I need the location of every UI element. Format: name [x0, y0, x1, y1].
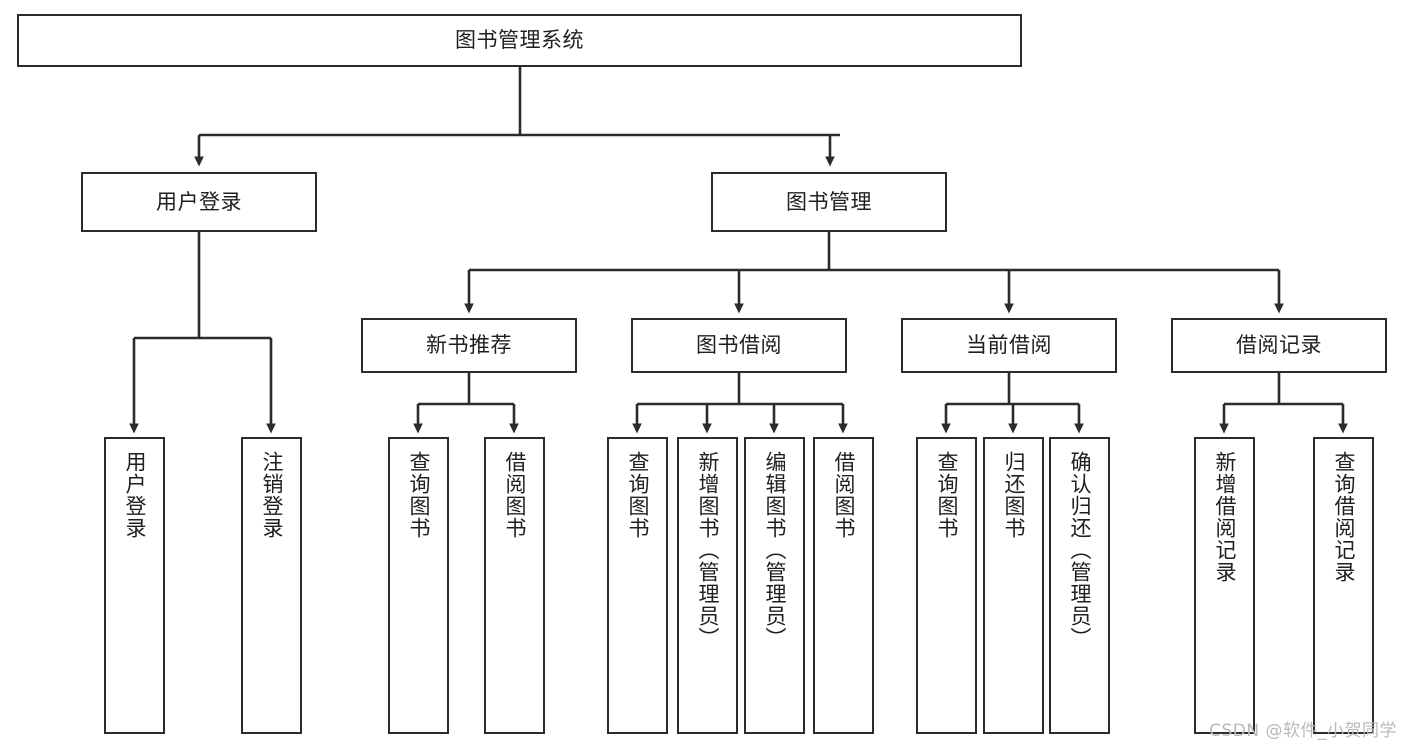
node-new-book-recommend[interactable]: 新书推荐	[361, 318, 577, 373]
edges-borrow-record-to-leaves	[1219, 373, 1348, 434]
node-leaf-return-book[interactable]: 归还图书	[983, 437, 1044, 734]
edges-new-book-recommend-to-leaves	[413, 373, 519, 434]
node-leaf-query-borrow-record-label: 查询借阅记录	[1331, 451, 1356, 583]
edges-user-login-to-leaves	[129, 232, 276, 434]
node-book-borrow-label: 图书借阅	[696, 333, 782, 358]
edges-root-to-level2	[194, 67, 840, 167]
node-root-system-label: 图书管理系统	[455, 28, 584, 53]
node-leaf-user-login-label: 用户登录	[122, 451, 147, 539]
node-leaf-add-book-label: 新增图书（管理员）	[695, 451, 720, 649]
node-leaf-query-book-current-label: 查询图书	[934, 451, 959, 539]
node-leaf-edit-book[interactable]: 编辑图书（管理员）	[744, 437, 805, 734]
node-current-borrow-label: 当前借阅	[966, 333, 1052, 358]
node-leaf-query-book-recommend[interactable]: 查询图书	[388, 437, 449, 734]
node-leaf-add-borrow-record[interactable]: 新增借阅记录	[1194, 437, 1255, 734]
edges-current-borrow-to-leaves	[941, 373, 1084, 434]
node-leaf-borrow-book-recommend[interactable]: 借阅图书	[484, 437, 545, 734]
node-leaf-user-logout[interactable]: 注销登录	[241, 437, 302, 734]
node-book-manage[interactable]: 图书管理	[711, 172, 947, 232]
node-leaf-add-book[interactable]: 新增图书（管理员）	[677, 437, 738, 734]
node-leaf-query-book-current[interactable]: 查询图书	[916, 437, 977, 734]
node-user-login[interactable]: 用户登录	[81, 172, 317, 232]
node-user-login-label: 用户登录	[156, 189, 242, 214]
node-leaf-confirm-return[interactable]: 确认归还（管理员）	[1049, 437, 1110, 734]
node-borrow-record[interactable]: 借阅记录	[1171, 318, 1387, 373]
csdn-watermark: CSDN @软件_小贺同学	[1209, 721, 1397, 741]
node-leaf-query-borrow-record[interactable]: 查询借阅记录	[1313, 437, 1374, 734]
edges-book-borrow-to-leaves	[632, 373, 848, 434]
node-borrow-record-label: 借阅记录	[1236, 333, 1322, 358]
node-leaf-user-login[interactable]: 用户登录	[104, 437, 165, 734]
node-book-borrow[interactable]: 图书借阅	[631, 318, 847, 373]
node-leaf-confirm-return-label: 确认归还（管理员）	[1067, 451, 1092, 649]
node-leaf-user-logout-label: 注销登录	[259, 451, 284, 539]
node-leaf-borrow-book-label: 借阅图书	[831, 451, 856, 539]
edges-book-manage-to-level3	[464, 232, 1284, 314]
node-leaf-edit-book-label: 编辑图书（管理员）	[762, 451, 787, 649]
node-root-system[interactable]: 图书管理系统	[17, 14, 1022, 67]
node-current-borrow[interactable]: 当前借阅	[901, 318, 1117, 373]
node-leaf-borrow-book-recommend-label: 借阅图书	[502, 451, 527, 539]
node-leaf-borrow-book[interactable]: 借阅图书	[813, 437, 874, 734]
node-leaf-return-book-label: 归还图书	[1001, 451, 1026, 539]
node-leaf-add-borrow-record-label: 新增借阅记录	[1212, 451, 1237, 583]
node-book-manage-label: 图书管理	[786, 189, 872, 214]
node-leaf-query-book-borrow-label: 查询图书	[625, 451, 650, 539]
node-leaf-query-book-recommend-label: 查询图书	[406, 451, 431, 539]
node-new-book-recommend-label: 新书推荐	[426, 333, 512, 358]
node-leaf-query-book-borrow[interactable]: 查询图书	[607, 437, 668, 734]
